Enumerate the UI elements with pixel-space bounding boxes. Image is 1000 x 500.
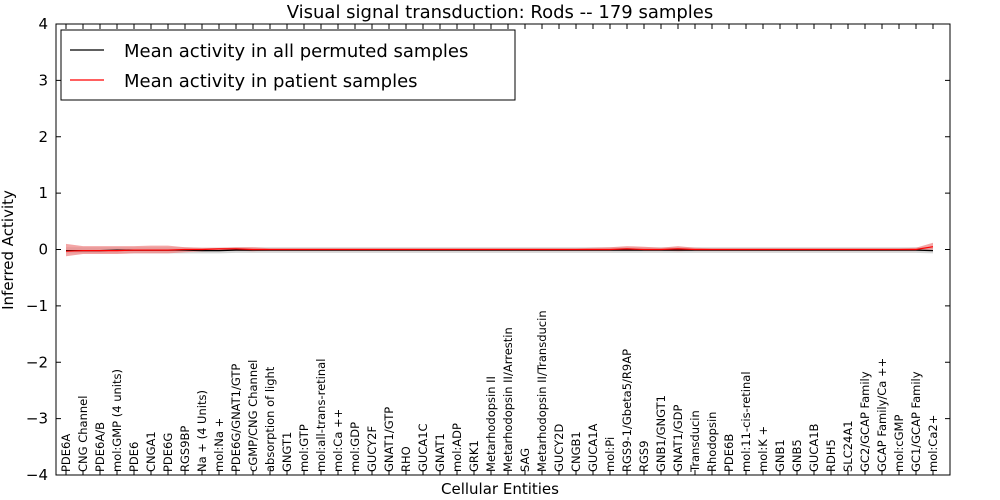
y-tick-label: −1 — [26, 297, 48, 315]
series-line-patient — [65, 246, 934, 252]
x-tick-label: GC1/GCAP Family — [909, 371, 923, 472]
x-tick-label: PDE6A/B — [93, 422, 107, 472]
y-tick-label: −4 — [26, 466, 48, 484]
x-tick-label: mol:K + — [756, 426, 770, 472]
x-tick-label: mol:GMP (4 units) — [110, 369, 124, 472]
x-tick-label: GUCA1A — [586, 423, 600, 472]
x-tick-label: GNAT1/GTP — [382, 407, 396, 472]
plot-frame — [55, 23, 951, 476]
y-tick-label: 4 — [38, 15, 48, 33]
y-ticks: −4 −3 −2 −1 0 1 2 3 4 — [26, 15, 950, 484]
x-tick-label: mol:11-cis-retinal — [739, 371, 753, 472]
x-tick-label: mol:Na + — [212, 418, 226, 472]
x-tick-label: PDE6G — [161, 433, 175, 472]
series-lines — [65, 246, 934, 252]
x-tick-label: mol:all-trans-retinal — [314, 359, 328, 472]
series-line-permuted — [66, 249, 934, 252]
x-tick-label: SAG — [518, 448, 532, 472]
x-tick-label: GCAP Family/Ca ++ — [875, 358, 889, 472]
x-tick-label: GNB5 — [790, 439, 804, 472]
x-tick-label: RDH5 — [824, 439, 838, 472]
legend-label-permuted: Mean activity in all permuted samples — [124, 41, 468, 62]
x-tick-label: SLC24A1 — [841, 420, 855, 472]
x-tick-label: Transducin — [688, 410, 702, 473]
x-tick-label: GUCA1B — [807, 423, 821, 472]
x-tick-label: RGS9-1/Gbeta5/R9AP — [620, 349, 634, 472]
y-tick-label: 3 — [38, 71, 48, 89]
x-tick-label: Rhodopsin — [705, 412, 719, 472]
x-tick-label: mol:ADP — [450, 423, 464, 472]
x-tick-label: GNB1/GNGT1 — [654, 395, 668, 472]
x-tick-label: GNB1 — [773, 439, 787, 472]
y-tick-label: 0 — [38, 241, 48, 259]
x-tick-label: GUCY2D — [552, 424, 566, 472]
x-tick-label: RGS9BP — [178, 426, 192, 472]
x-tick-label: absorption of light — [263, 366, 277, 472]
x-tick-label: PDE6A — [59, 434, 73, 472]
x-tick-label: mol:Pi — [603, 437, 617, 472]
x-tick-label: GC2/GCAP Family — [858, 371, 872, 472]
x-tick-label: CNGB1 — [569, 431, 583, 472]
chart-title: Visual signal transduction: Rods -- 179 … — [287, 2, 714, 23]
y-axis-label: Inferred Activity — [0, 190, 17, 310]
x-tick-label: CNG Channel — [76, 396, 90, 472]
x-tick-label: cGMP/CNG Channel — [246, 360, 260, 472]
x-tick-label: Metarhodopsin II — [484, 376, 498, 472]
x-tick-label: PDE6B — [722, 434, 736, 472]
x-tick-label: Metarhodopsin II/Transducin — [535, 310, 549, 472]
x-tick-label: mol:Ca ++ — [331, 409, 345, 472]
x-tick-label: Metarhodopsin II/Arrestin — [501, 327, 515, 472]
x-axis-label: Cellular Entities — [441, 480, 559, 498]
x-tick-label: GNAT1 — [433, 433, 447, 472]
y-tick-label: 1 — [38, 184, 48, 202]
y-tick-label: 2 — [38, 128, 48, 146]
x-tick-label: PDE6 — [127, 442, 141, 472]
x-tick-label: GNAT1/GDP — [671, 405, 685, 472]
x-tick-label: RGS9 — [637, 440, 651, 472]
x-tick-label: GUCY2F — [365, 426, 379, 472]
x-tick-label: GUCA1C — [416, 423, 430, 472]
x-tick-label: mol:Ca2+ — [926, 415, 940, 472]
x-tick-label: CNGA1 — [144, 431, 158, 472]
x-tick-label: Na + (4 Units) — [195, 390, 209, 472]
legend-label-patient: Mean activity in patient samples — [124, 71, 418, 92]
x-tick-label: mol:GDP — [348, 422, 362, 472]
x-tick-label: mol:GTP — [297, 424, 311, 472]
x-tick-label: RHO — [399, 446, 413, 472]
y-tick-label: −2 — [26, 353, 48, 371]
legend-box — [60, 29, 516, 101]
x-tick-label: GNGT1 — [280, 432, 294, 472]
x-tick-label: GRK1 — [467, 440, 481, 472]
x-tick-label: mol:cGMP — [892, 415, 906, 472]
legend: Mean activity in all permuted samples Me… — [60, 29, 516, 101]
y-tick-label: −3 — [26, 410, 48, 428]
x-tick-label: PDE6G/GNAT1/GTP — [229, 364, 243, 472]
